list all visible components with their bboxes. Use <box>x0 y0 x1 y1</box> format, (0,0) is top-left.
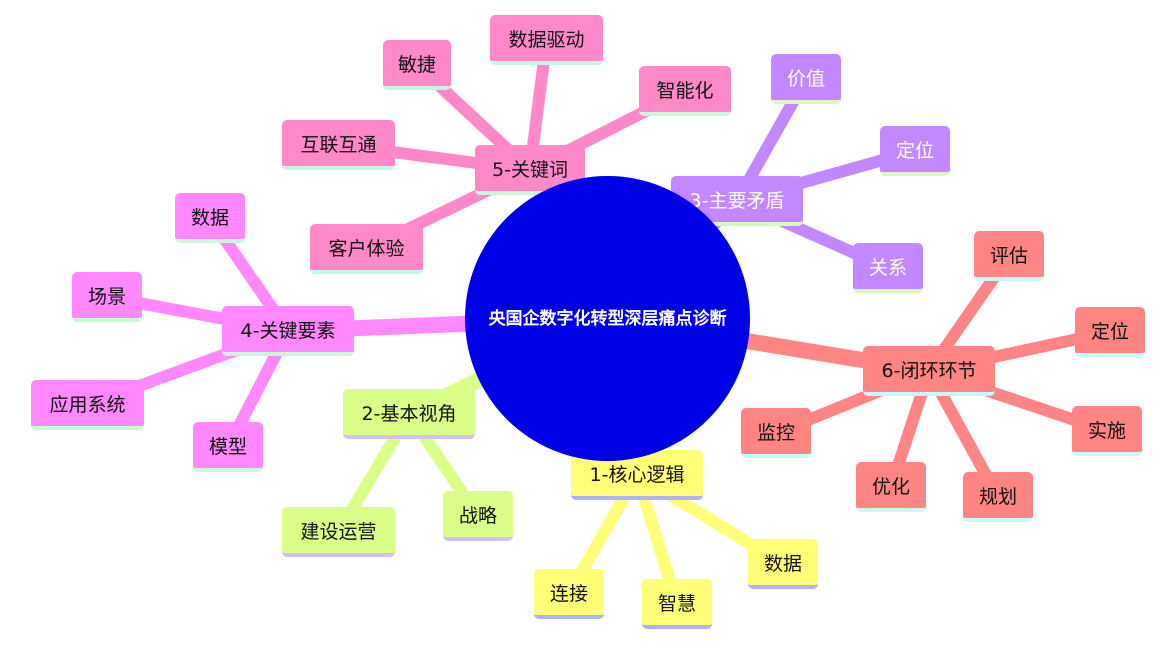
child-node[interactable]: 应用系统 <box>31 380 144 430</box>
child-node[interactable]: 智能化 <box>639 66 731 116</box>
child-node[interactable]: 客户体验 <box>310 224 423 274</box>
child-node[interactable]: 数据 <box>748 539 818 589</box>
child-node[interactable]: 连接 <box>534 569 604 619</box>
branch-node[interactable]: 6-闭环环节 <box>863 346 995 396</box>
child-node[interactable]: 实施 <box>1072 406 1142 456</box>
child-node[interactable]: 定位 <box>880 126 950 176</box>
child-node[interactable]: 数据 <box>175 193 245 243</box>
child-node[interactable]: 模型 <box>193 422 263 472</box>
child-node[interactable]: 规划 <box>963 472 1033 522</box>
child-node[interactable]: 战略 <box>443 491 513 541</box>
child-node[interactable]: 评估 <box>974 231 1044 281</box>
child-node[interactable]: 建设运营 <box>282 507 395 557</box>
central-topic[interactable]: 央国企数字化转型深层痛点诊断 <box>465 176 750 461</box>
child-node[interactable]: 价值 <box>771 54 841 104</box>
child-node[interactable]: 优化 <box>856 462 926 512</box>
child-node[interactable]: 敏捷 <box>383 40 451 90</box>
branch-node[interactable]: 2-基本视角 <box>343 389 475 439</box>
child-node[interactable]: 关系 <box>853 243 923 293</box>
child-node[interactable]: 数据驱动 <box>490 15 603 65</box>
child-node[interactable]: 定位 <box>1075 307 1145 357</box>
child-node[interactable]: 监控 <box>741 408 811 458</box>
child-node[interactable]: 互联互通 <box>282 120 395 170</box>
child-node[interactable]: 智慧 <box>642 579 712 629</box>
branch-node[interactable]: 4-关键要素 <box>222 306 354 356</box>
branch-node[interactable]: 5-关键词 <box>475 145 585 195</box>
child-node[interactable]: 场景 <box>72 272 142 322</box>
